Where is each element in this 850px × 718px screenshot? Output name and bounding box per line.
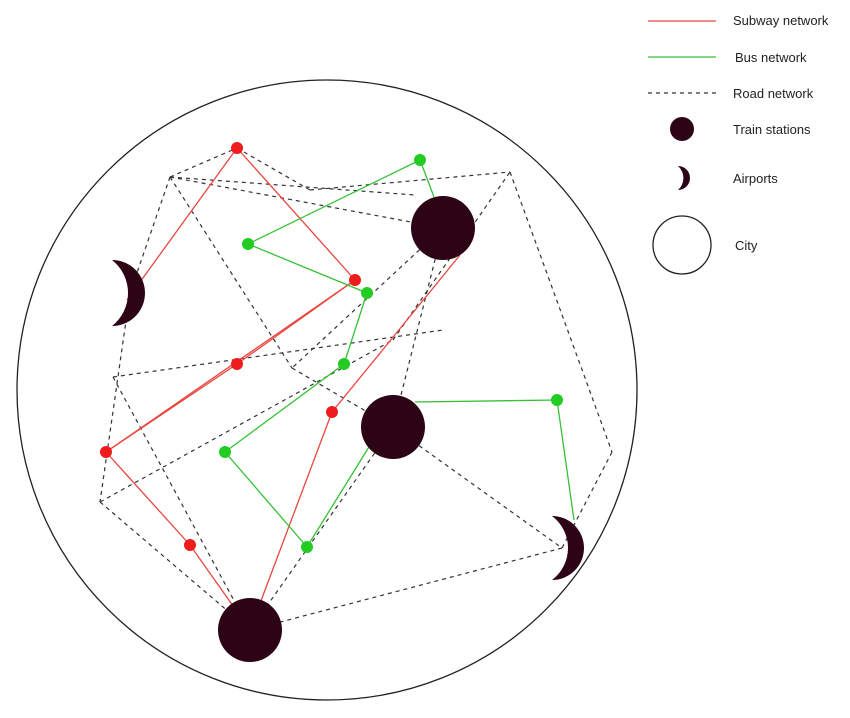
subway-stops [100, 142, 361, 551]
bus-stop [414, 154, 426, 166]
bus-segment [419, 159, 435, 198]
road-segment [392, 227, 444, 428]
bus-stop [551, 394, 563, 406]
bus-segment [414, 399, 558, 403]
train-station [361, 395, 425, 459]
road-segment [112, 376, 251, 631]
bus-stops [219, 154, 563, 553]
road-segment [249, 547, 563, 631]
train-station [411, 196, 475, 260]
road-segment [392, 171, 511, 341]
subway-stop [326, 406, 338, 418]
legend-road-label: Road network [733, 86, 814, 101]
legend: Subway network Bus network Road network … [648, 13, 829, 275]
bus-network [224, 159, 575, 548]
train-station [218, 598, 282, 662]
airports [112, 260, 584, 580]
subway-segment [236, 147, 356, 281]
subway-segment [126, 147, 238, 301]
city-boundary [16, 79, 638, 701]
subway-segment [331, 254, 461, 413]
road-segment [169, 176, 444, 229]
bus-segment [306, 441, 373, 548]
subway-stop [231, 142, 243, 154]
bus-segment [247, 243, 368, 294]
subway-stop [231, 358, 243, 370]
road-segment [291, 227, 444, 369]
subway-segment [249, 411, 333, 631]
train-stations [218, 196, 475, 662]
legend-city-label: City [735, 238, 758, 253]
bus-segment [556, 399, 575, 521]
road-segment [509, 171, 613, 453]
subway-segment [105, 279, 356, 453]
road-segment [236, 147, 311, 191]
airport-icon [552, 516, 584, 580]
legend-city-icon [652, 215, 712, 275]
bus-stop [219, 446, 231, 458]
subway-stop [184, 539, 196, 551]
legend-train-icon [670, 117, 694, 141]
bus-segment [224, 363, 345, 453]
bus-segment [247, 159, 421, 245]
bus-stop [301, 541, 313, 553]
road-segment [99, 292, 131, 503]
legend-subway-label: Subway network [733, 13, 829, 28]
subway-network [105, 147, 461, 631]
subway-segment [105, 451, 191, 546]
legend-airport-label: Airports [733, 171, 778, 186]
airport-icon [112, 260, 145, 326]
bus-segment [343, 292, 368, 365]
road-segment [169, 176, 416, 196]
road-segment [169, 176, 293, 369]
bus-stop [242, 238, 254, 250]
road-network [99, 147, 613, 631]
road-segment [249, 426, 394, 631]
road-segment [309, 171, 511, 191]
bus-segment [224, 451, 308, 548]
legend-airport-icon [678, 166, 690, 190]
bus-stop [361, 287, 373, 299]
legend-bus-label: Bus network [735, 50, 807, 65]
road-segment [99, 501, 251, 631]
bus-stop [338, 358, 350, 370]
road-segment [392, 426, 563, 549]
legend-train-label: Train stations [733, 122, 811, 137]
subway-stop [100, 446, 112, 458]
subway-stop [349, 274, 361, 286]
